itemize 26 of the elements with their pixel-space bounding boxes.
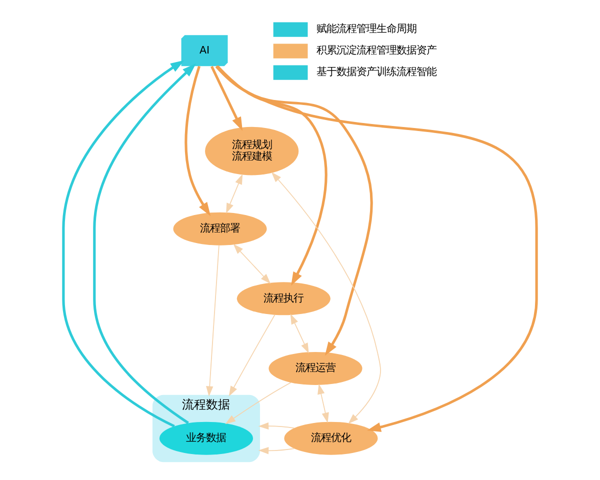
node-ellipse: 流程规划 流程建模 (205, 126, 299, 176)
arrow (318, 384, 329, 424)
node-ellipse: 流程运营 (268, 352, 362, 385)
arrow (216, 65, 373, 356)
node-ellipse: 流程执行 (236, 282, 330, 316)
arrow (258, 447, 295, 454)
node-ellipse: 流程部署 (173, 212, 267, 246)
arrow (271, 172, 381, 424)
arrow (258, 422, 295, 430)
legend-label: 赋能流程管理生命周期 (316, 23, 416, 36)
legend-label: 积累沉淀流程管理数据资产 (316, 44, 436, 57)
arrow (290, 314, 309, 354)
arrow (184, 66, 211, 216)
arrow (210, 66, 243, 131)
node-ellipse: 流程优化 (284, 422, 378, 455)
arrow (215, 66, 538, 432)
legend-label: 基于数据资产训练流程智能 (316, 66, 436, 78)
arrow (216, 65, 328, 286)
arrow (93, 64, 196, 424)
arrow (62, 60, 184, 428)
arrow (228, 314, 276, 396)
arrow (206, 244, 220, 397)
arrow (225, 382, 292, 424)
arrow (226, 174, 243, 214)
node-ellipse: 业务数据 (159, 422, 254, 455)
arrow (233, 244, 271, 284)
